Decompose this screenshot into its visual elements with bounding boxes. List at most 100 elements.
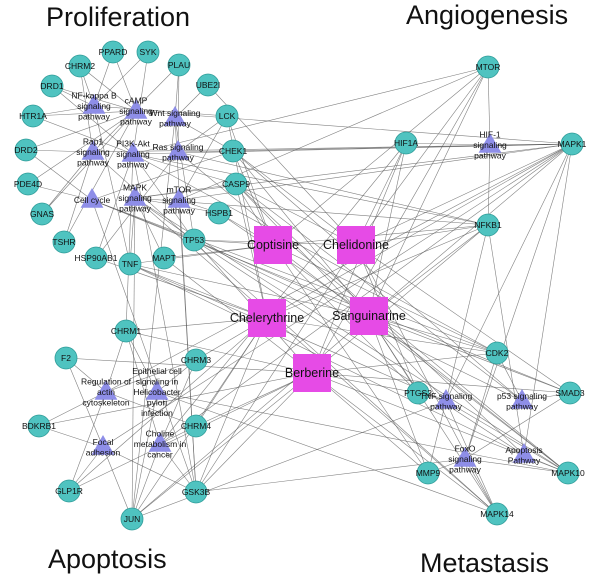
gene-label: MMP9 (416, 468, 441, 478)
gene-node-chrm4: CHRM4 (181, 414, 211, 438)
edge-pi3k-tp53 (132, 153, 195, 241)
edge-focal-mapk1 (102, 143, 573, 448)
edge-tnfsig-jun (131, 400, 447, 520)
edge-nfkb-syk (93, 51, 149, 107)
pathway-triangle (434, 389, 458, 409)
pathway-label-line: pathway (449, 465, 481, 475)
edge-mapk-casp9 (134, 183, 237, 199)
pathway-label-line: pathway (506, 401, 538, 411)
pathway-label-line: pathway (78, 112, 110, 122)
edge-mapk-mapk1 (134, 143, 573, 199)
edge-chelerythrine-cdk2 (266, 317, 498, 354)
pathway-label-line: infection (141, 408, 173, 418)
edge-choline-hif1a (159, 142, 407, 445)
gene-circle (21, 104, 45, 128)
gene-circle (152, 246, 176, 270)
compound-square (350, 297, 388, 335)
edge-mtor-gsk3b (178, 199, 197, 493)
edge-berberine-mapk14 (311, 372, 498, 515)
edge-chelidonine-mapk1 (355, 143, 573, 246)
edge-choline-chrm1 (125, 330, 161, 445)
edge-pi3k-drd1 (51, 85, 134, 155)
gene-node-pde4d: PDE4D (14, 172, 42, 196)
edge-berberine-gsk3b (195, 372, 313, 493)
gene-circle (182, 228, 206, 252)
edge-rap1-gnas (41, 151, 94, 215)
edge-camp-drd2 (25, 110, 137, 151)
gene-node-hspb1: HSPB1 (205, 201, 233, 225)
edge-chelerythrine-nfkb1 (266, 224, 489, 319)
compound-square (248, 299, 286, 337)
gene-label: F2 (61, 353, 71, 363)
edge-berberine-mapt (163, 257, 313, 374)
pathway-label-line: cAMP (125, 96, 148, 106)
compound-label: Coptisine (247, 238, 299, 252)
gene-circle (57, 479, 81, 503)
gene-node-drd2: DRD2 (14, 138, 38, 162)
pathway-label-line: Choline (146, 429, 175, 439)
gene-label: BDKRB1 (22, 421, 56, 431)
gene-label: HSPB1 (205, 208, 233, 218)
pathway-triangle (478, 133, 502, 153)
pathway-label-line: pathway (119, 204, 151, 214)
compound-label: Sanguinarine (332, 309, 406, 323)
gene-node-ptgs2: PTGS2 (404, 381, 432, 405)
gene-node-chrm2: CHRM2 (65, 54, 95, 78)
gene-label: CHRM1 (111, 326, 141, 336)
gene-node-tnf: TNF (118, 252, 142, 276)
edge-actin-mapk1 (105, 143, 573, 393)
pathway-label-line: signaling (473, 140, 507, 150)
gene-circle (416, 461, 440, 485)
pathway-label-line: MAPK (123, 183, 147, 193)
edge-tnfsig-mapk14 (445, 400, 498, 515)
pathway-triangle (94, 380, 118, 400)
edge-sanguinarine-mapk14 (368, 315, 498, 515)
gene-circle (68, 54, 92, 78)
pathway-label-line: pathway (474, 151, 506, 161)
pathway-label-line: pathway (77, 158, 109, 168)
edge-rap1-tshr (63, 151, 94, 243)
gene-node-nfkb1: NFKB1 (474, 213, 502, 237)
compound-node-berberine: Berberine (285, 354, 339, 392)
pathway-label-line: HIF-1 (479, 130, 501, 140)
gene-node-drd1: DRD1 (40, 74, 64, 98)
pathway-triangle (148, 432, 172, 452)
gene-circle (184, 414, 208, 438)
pathway-node-cellcycle: Cell cycle (74, 188, 110, 208)
compound-square (337, 226, 375, 264)
gene-label: SYK (139, 47, 156, 57)
edge-chelidonine-mapk14 (355, 244, 498, 515)
edge-sanguinarine-jun (131, 315, 370, 520)
pathway-label-line: cancer (147, 450, 173, 460)
edge-focal-gsk3b (102, 446, 197, 493)
gene-label: JUN (124, 514, 141, 524)
pathway-label-line: pylori (147, 398, 167, 408)
edge-sanguinarine-tp53 (193, 239, 370, 317)
pathway-label-line: signaling (448, 454, 482, 464)
edge-berberine-jun (131, 372, 313, 520)
edge-apoptosis-mapk1 (523, 143, 573, 456)
gene-label: PDE4D (14, 179, 42, 189)
edge-mapk-mapk10 (134, 197, 569, 474)
gene-label: DRD2 (14, 145, 37, 155)
edge-foxo-mapk1 (464, 143, 573, 460)
gene-circle (54, 346, 78, 370)
edge-coptisine-mmp9 (272, 244, 429, 474)
edge-chelidonine-smad3 (355, 244, 571, 394)
edge-sanguinarine-smad3 (368, 315, 571, 394)
edge-nfkb-tnf (93, 105, 131, 265)
